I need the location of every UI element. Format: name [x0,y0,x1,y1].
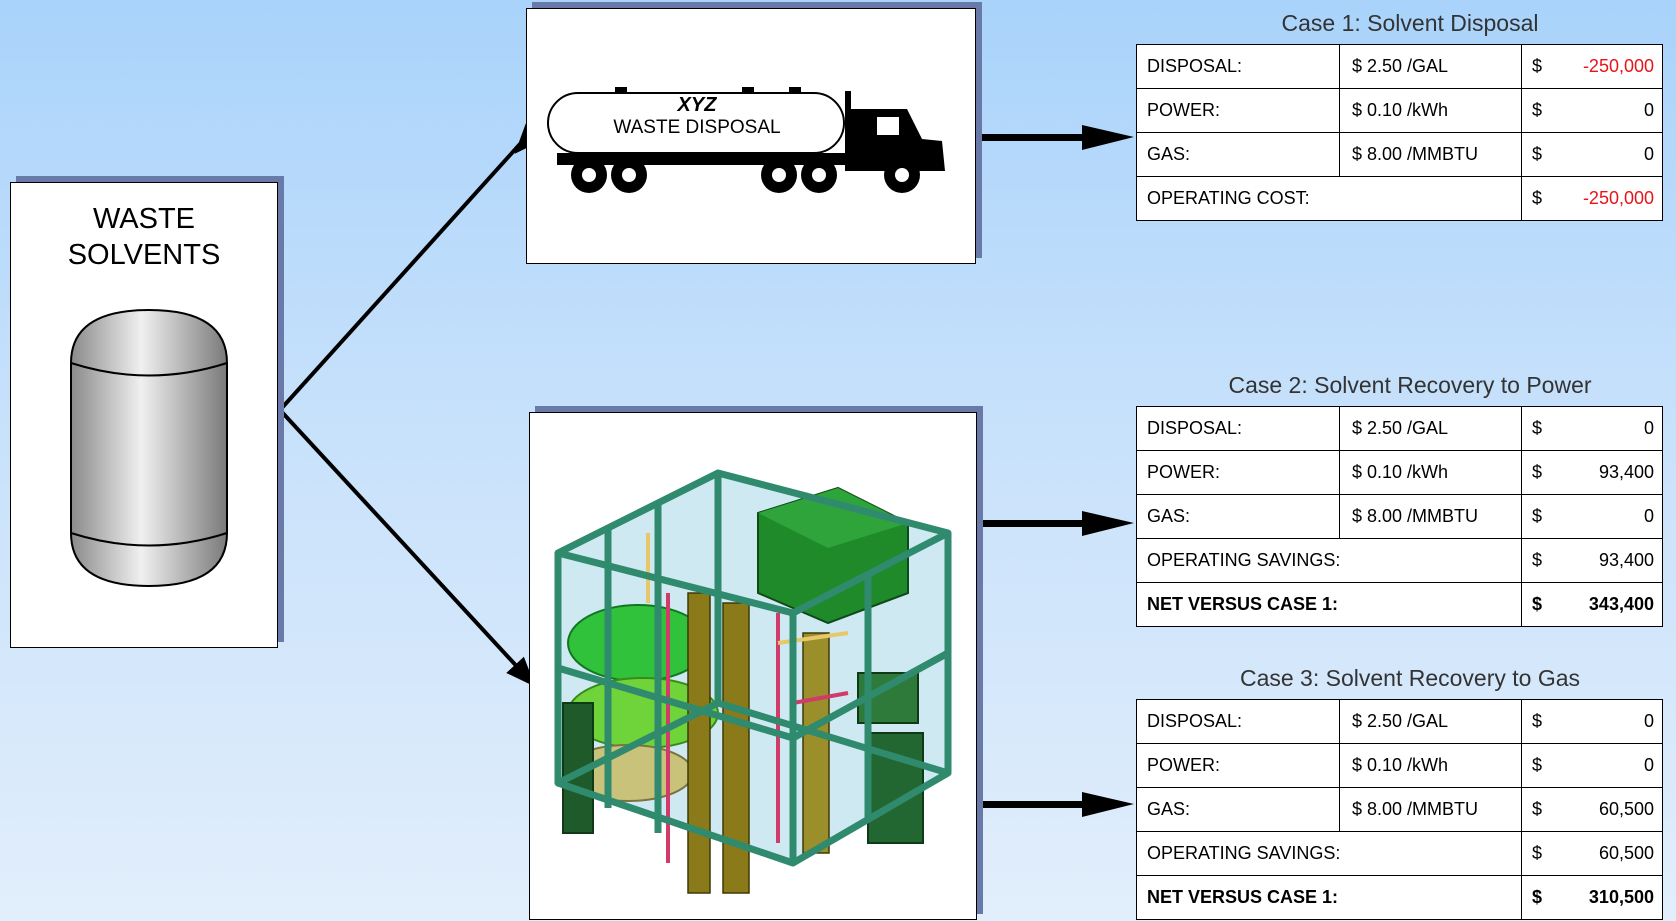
disposal-truck-box: XYZ WASTE DISPOSAL [526,8,976,264]
net-label: NET VERSUS CASE 1: [1136,582,1522,627]
case-2-table: DISPOSAL: $ 2.50 /GAL $ 0 POWER: $ 0.10 … [1136,406,1663,627]
net-value: 343,400 [1560,582,1663,627]
row-currency: $ [1521,787,1560,832]
row-value: 0 [1560,494,1663,539]
truck-label: XYZ WASTE DISPOSAL [597,94,797,139]
table-row-net: NET VERSUS CASE 1: $ 343,400 [1136,582,1663,627]
table-row: DISPOSAL: $ 2.50 /GAL $ -250,000 [1136,44,1663,89]
row-value: 0 [1560,743,1663,788]
recovery-plant-box [529,412,977,920]
row-label: GAS: [1136,494,1340,539]
table-row: POWER: $ 0.10 /kWh $ 0 [1136,88,1663,133]
truck-company: XYZ [677,94,717,116]
net-currency: $ [1521,582,1560,627]
flow-arrow-icon [976,520,1084,527]
table-row-summary: OPERATING COST: $ -250,000 [1136,176,1663,221]
row-currency: $ [1521,132,1560,177]
row-rate: $ 2.50 /GAL [1339,699,1522,744]
row-value: 0 [1560,406,1663,451]
row-rate: $ 2.50 /GAL [1339,44,1522,89]
table-row-summary: OPERATING SAVINGS: $ 60,500 [1136,831,1663,876]
case-1-title: Case 1: Solvent Disposal [1281,10,1539,36]
row-label: DISPOSAL: [1136,44,1340,89]
summary-currency: $ [1521,176,1560,221]
row-currency: $ [1521,494,1560,539]
table-row-net: NET VERSUS CASE 1: $ 310,500 [1136,875,1663,920]
summary-label: OPERATING COST: [1136,176,1522,221]
case-3-title: Case 3: Solvent Recovery to Gas [1239,665,1581,691]
flow-arrow-icon [976,801,1084,808]
row-currency: $ [1521,406,1560,451]
table-row: DISPOSAL: $ 2.50 /GAL $ 0 [1136,406,1663,451]
summary-label: OPERATING SAVINGS: [1136,538,1522,583]
row-value: 0 [1560,132,1663,177]
table-row: POWER: $ 0.10 /kWh $ 0 [1136,743,1663,788]
row-rate: $ 0.10 /kWh [1339,450,1522,495]
row-currency: $ [1521,44,1560,89]
row-label: POWER: [1136,450,1340,495]
table-row: POWER: $ 0.10 /kWh $ 93,400 [1136,450,1663,495]
row-value: 60,500 [1560,787,1663,832]
net-label: NET VERSUS CASE 1: [1136,875,1522,920]
table-row: GAS: $ 8.00 /MMBTU $ 0 [1136,132,1663,177]
row-rate: $ 0.10 /kWh [1339,88,1522,133]
summary-value: -250,000 [1560,176,1663,221]
summary-value: 93,400 [1560,538,1663,583]
table-row: GAS: $ 8.00 /MMBTU $ 60,500 [1136,787,1663,832]
tanker-truck-icon [547,87,945,193]
row-rate: $ 8.00 /MMBTU [1339,132,1522,177]
row-rate: $ 2.50 /GAL [1339,406,1522,451]
row-value: -250,000 [1560,44,1663,89]
case-2-title: Case 2: Solvent Recovery to Power [1228,372,1592,398]
source-title: WASTE SOLVENTS [67,203,221,271]
case-3-table: DISPOSAL: $ 2.50 /GAL $ 0 POWER: $ 0.10 … [1136,699,1663,920]
flow-arrow-icon [278,142,522,412]
table-row: GAS: $ 8.00 /MMBTU $ 0 [1136,494,1663,539]
table-row-summary: OPERATING SAVINGS: $ 93,400 [1136,538,1663,583]
summary-label: OPERATING SAVINGS: [1136,831,1522,876]
row-value: 0 [1560,699,1663,744]
case-1-table: DISPOSAL: $ 2.50 /GAL $ -250,000 POWER: … [1136,44,1663,221]
summary-currency: $ [1521,538,1560,583]
solvent-tank-icon [70,308,228,588]
row-label: DISPOSAL: [1136,699,1340,744]
flow-arrow-icon [278,408,524,674]
row-label: DISPOSAL: [1136,406,1340,451]
flow-arrow-icon [506,656,536,687]
row-currency: $ [1521,450,1560,495]
row-currency: $ [1521,743,1560,788]
flow-arrow-icon [1082,792,1134,817]
row-label: GAS: [1136,132,1340,177]
summary-currency: $ [1521,831,1560,876]
flow-arrow-icon [1082,125,1134,150]
row-label: POWER: [1136,88,1340,133]
net-currency: $ [1521,875,1560,920]
row-rate: $ 8.00 /MMBTU [1339,494,1522,539]
row-label: GAS: [1136,787,1340,832]
table-row: DISPOSAL: $ 2.50 /GAL $ 0 [1136,699,1663,744]
summary-value: 60,500 [1560,831,1663,876]
flow-arrow-icon [976,134,1084,141]
row-value: 93,400 [1560,450,1663,495]
row-value: 0 [1560,88,1663,133]
row-rate: $ 8.00 /MMBTU [1339,787,1522,832]
flow-arrow-icon [1082,511,1134,536]
recovery-plant-icon [554,469,952,894]
truck-service: WASTE DISPOSAL [613,117,781,138]
row-currency: $ [1521,88,1560,133]
waste-solvents-box: WASTE SOLVENTS [10,182,278,648]
row-label: POWER: [1136,743,1340,788]
row-rate: $ 0.10 /kWh [1339,743,1522,788]
row-currency: $ [1521,699,1560,744]
net-value: 310,500 [1560,875,1663,920]
